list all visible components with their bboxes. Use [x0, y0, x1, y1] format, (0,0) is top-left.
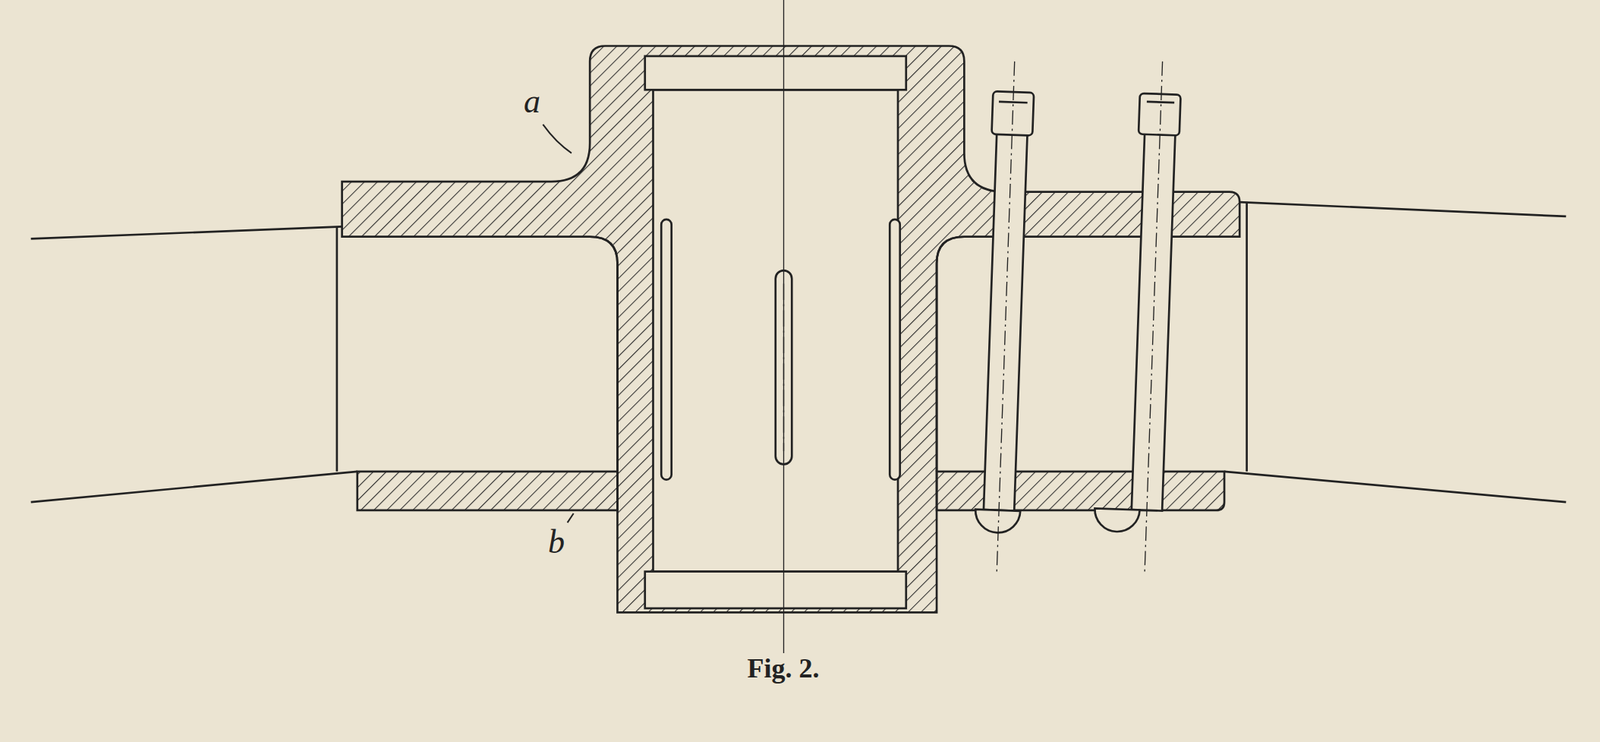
leader-line — [542, 124, 572, 154]
pipe-edge — [1224, 471, 1566, 502]
slot — [661, 219, 671, 480]
counterbore — [645, 56, 907, 90]
bolt — [973, 60, 1037, 573]
slot — [889, 219, 900, 480]
pipe-end — [336, 226, 339, 472]
part-letter: b — [548, 525, 565, 559]
lower-clamp — [936, 471, 1225, 511]
bore — [652, 89, 898, 571]
center-line — [783, 0, 785, 653]
pipe-contour — [936, 236, 1240, 472]
bolt — [1092, 59, 1182, 572]
center-line — [783, 283, 785, 451]
hub-section — [342, 45, 1241, 612]
leader-line — [567, 513, 574, 523]
part-letter: a — [523, 85, 541, 119]
pipe-end — [1245, 201, 1248, 472]
figure-caption: Fig. 2. — [747, 654, 820, 682]
lower-clamp — [357, 471, 618, 511]
pipe-edge — [1239, 201, 1566, 217]
counterbore — [645, 571, 907, 608]
pipe-edge — [31, 471, 358, 502]
pipe-contour — [342, 236, 618, 472]
section-drawing — [31, 0, 1567, 653]
pipe-edge — [31, 226, 343, 239]
